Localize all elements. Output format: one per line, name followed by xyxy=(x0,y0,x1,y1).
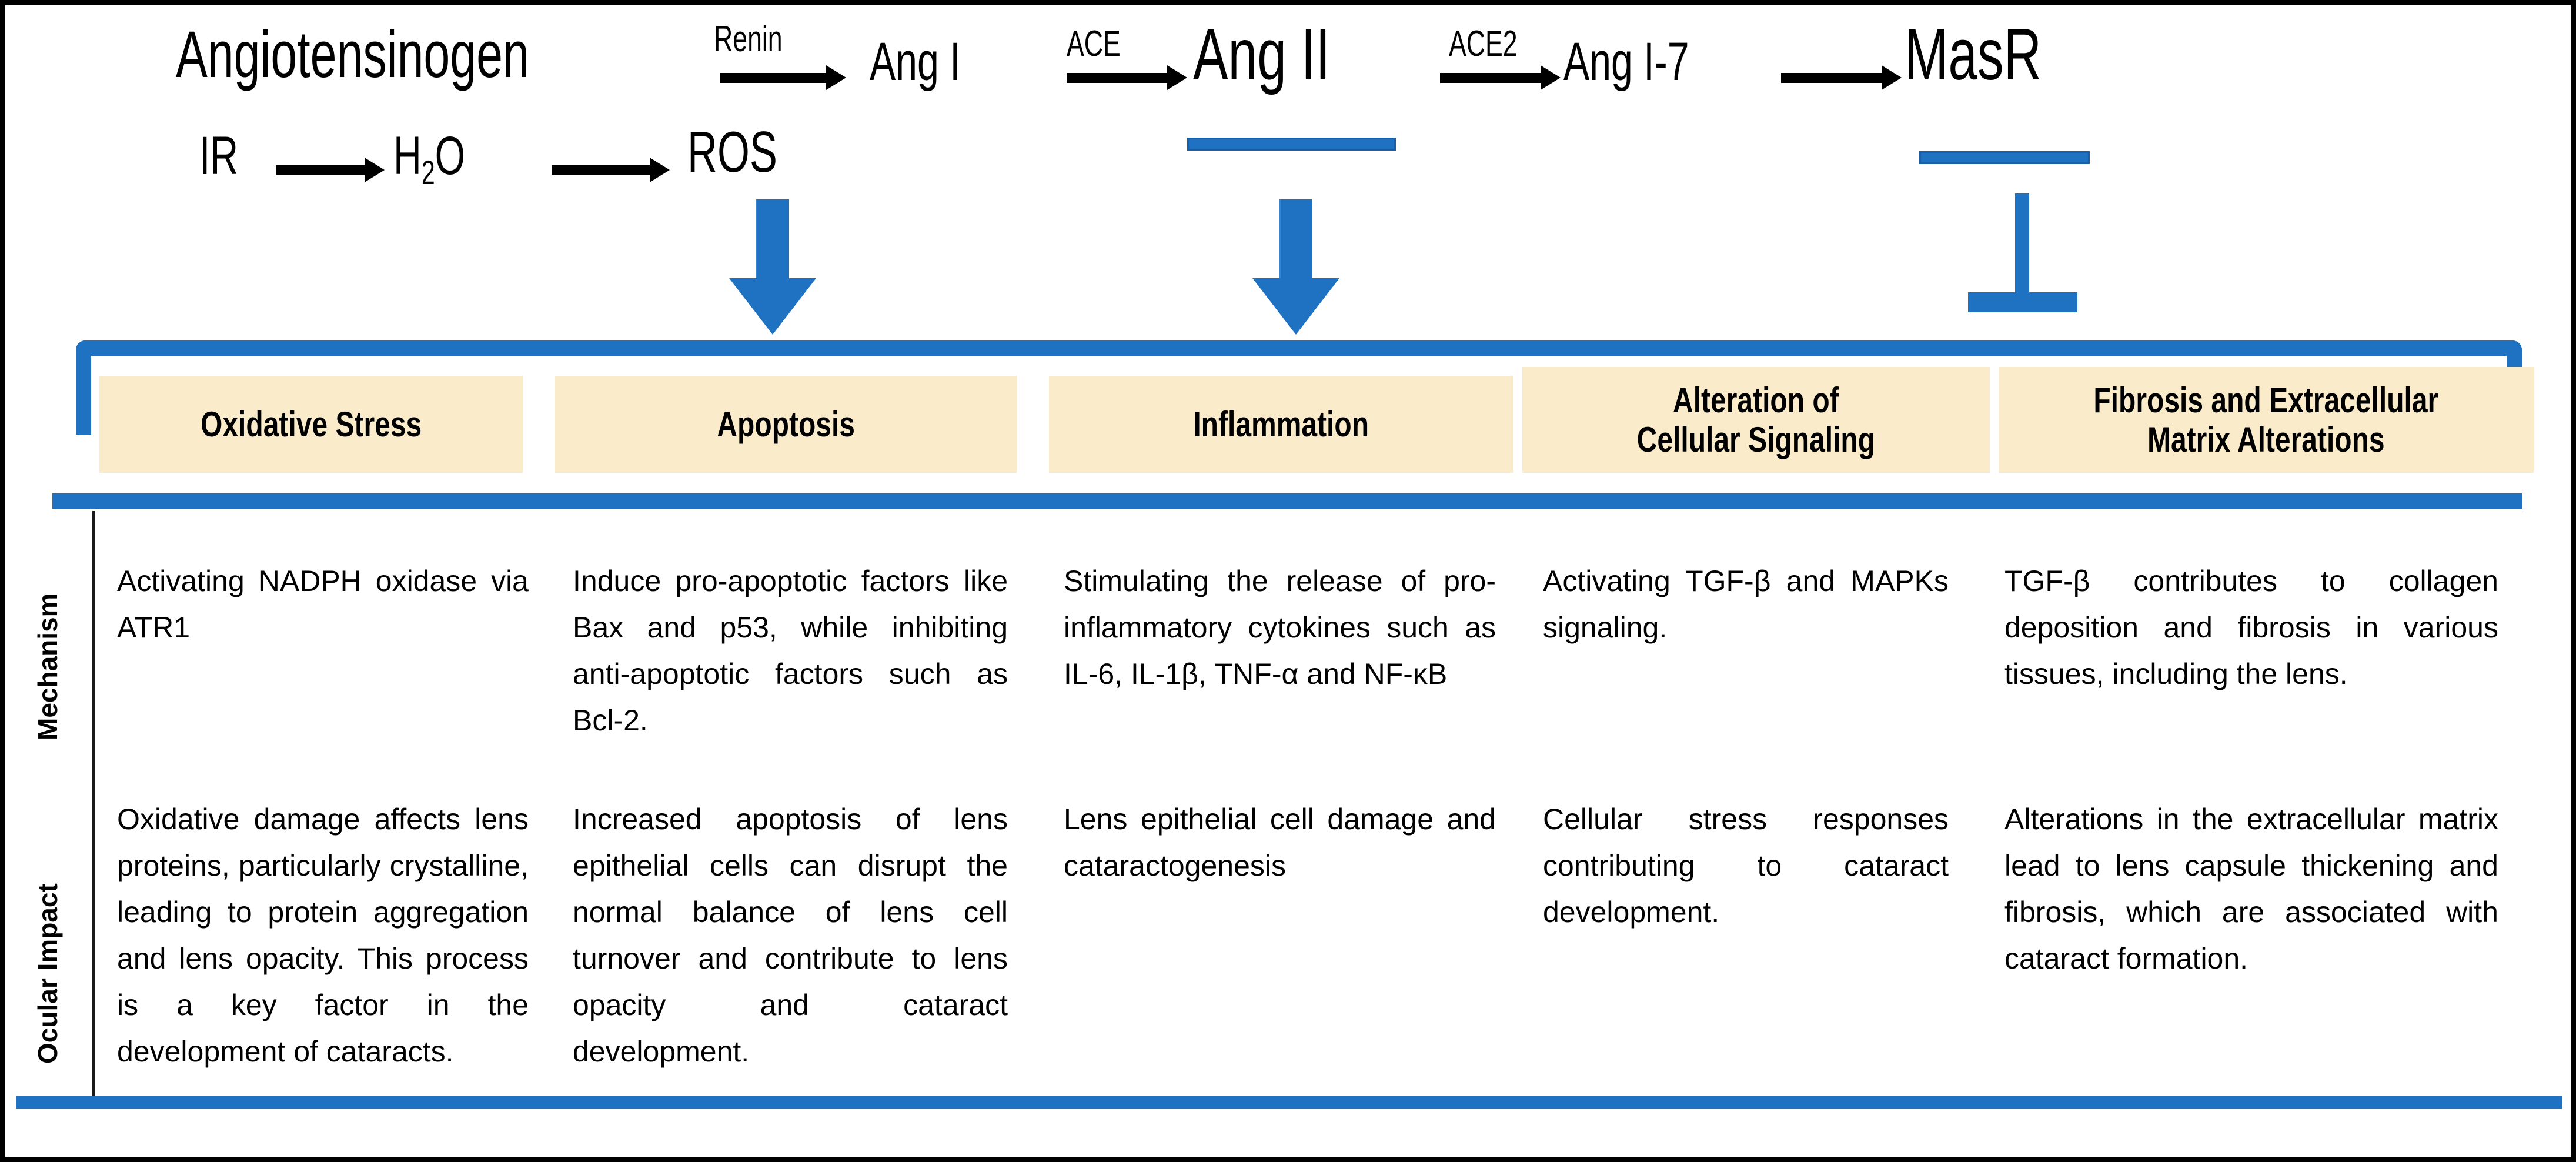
table-cell-mechanism-inflammation: Stimulating the release of pro-inflammat… xyxy=(1064,565,1496,690)
table-cell-ocular-impact-cellular-signaling: Cellular stress responses contributing t… xyxy=(1543,803,1949,929)
category-band xyxy=(76,340,2522,499)
node-ang-ii: Ang II xyxy=(1193,14,1331,95)
highlight-bar-masr xyxy=(1919,151,2090,164)
band-left-bracket xyxy=(76,340,91,435)
category-label-line: Matrix Alterations xyxy=(2147,420,2385,459)
table-cell-ocular-impact-apoptosis: Increased apoptosis of lens epithelial c… xyxy=(573,803,1008,1068)
node-h2o: H2O xyxy=(393,129,465,190)
divider-under-categories xyxy=(52,493,2522,509)
category-label-line: Oxidative Stress xyxy=(200,404,422,444)
ras-pathway-diagram: Angiotensinogen Renin Ang I ACE Ang II A… xyxy=(5,5,2571,335)
node-ang-i: Ang I xyxy=(870,32,961,92)
enzyme-label-ace: ACE xyxy=(1067,24,1121,64)
enzyme-label-ace2: ACE2 xyxy=(1449,24,1518,64)
h2o-h: H xyxy=(393,126,422,186)
category-label-line: Fibrosis and Extracellular xyxy=(2093,380,2439,420)
table-cell-ocular-impact-oxidative-stress: Oxidative damage affects lens proteins, … xyxy=(117,803,529,1068)
table-cell-mechanism-oxidative-stress: Activating NADPH oxidase via ATR1 xyxy=(117,565,529,644)
node-masr: MasR xyxy=(1905,14,2042,95)
category-label-line: Alteration of xyxy=(1673,380,1839,420)
row-label-divider xyxy=(92,511,95,1099)
node-angiotensinogen: Angiotensinogen xyxy=(176,18,529,91)
table-cell-mechanism-apoptosis: Induce pro-apoptotic factors like Bax an… xyxy=(573,565,1008,737)
category-header-fibrosis-and-ecm-alterations: Fibrosis and Extracellular Matrix Altera… xyxy=(1999,367,2534,473)
blue-down-arrow-from-ang-ii xyxy=(1252,199,1340,335)
node-ros: ROS xyxy=(687,119,777,184)
category-label-line: Inflammation xyxy=(1193,404,1369,444)
table-cell-ocular-impact-inflammation: Lens epithelial cell damage and cataract… xyxy=(1064,803,1496,882)
blue-inhibition-tbar-from-masr xyxy=(1946,193,2099,335)
category-label-line: Apoptosis xyxy=(717,404,855,444)
category-header-inflammation: Inflammation xyxy=(1049,376,1513,473)
category-label-line: Cellular Signaling xyxy=(1636,420,1876,459)
row-label-ocular-impact: Ocular Impact xyxy=(32,883,63,1064)
h2o-o: O xyxy=(435,126,466,186)
node-ir: IR xyxy=(199,126,239,186)
category-header-alteration-of-cellular-signaling: Alteration of Cellular Signaling xyxy=(1522,367,1990,473)
category-header-apoptosis: Apoptosis xyxy=(555,376,1017,473)
blue-down-arrow-from-ros xyxy=(729,199,817,335)
table-cell-ocular-impact-fibrosis-ecm: Alterations in the extracellular matrix … xyxy=(2004,803,2498,975)
band-top-border xyxy=(76,340,2522,356)
h2o-subscript-2: 2 xyxy=(421,154,435,192)
row-label-mechanism: Mechanism xyxy=(32,593,63,740)
table-cell-mechanism-cellular-signaling: Activating TGF-β and MAPKs signaling. xyxy=(1543,565,1949,644)
enzyme-label-renin: Renin xyxy=(714,19,783,59)
divider-bottom xyxy=(16,1096,2562,1109)
table-cell-mechanism-fibrosis-ecm: TGF-β contributes to collagen deposition… xyxy=(2004,565,2498,690)
category-header-oxidative-stress: Oxidative Stress xyxy=(99,376,523,473)
highlight-bar-ang-ii xyxy=(1187,138,1396,151)
node-ang-1-7: Ang I-7 xyxy=(1563,32,1689,92)
